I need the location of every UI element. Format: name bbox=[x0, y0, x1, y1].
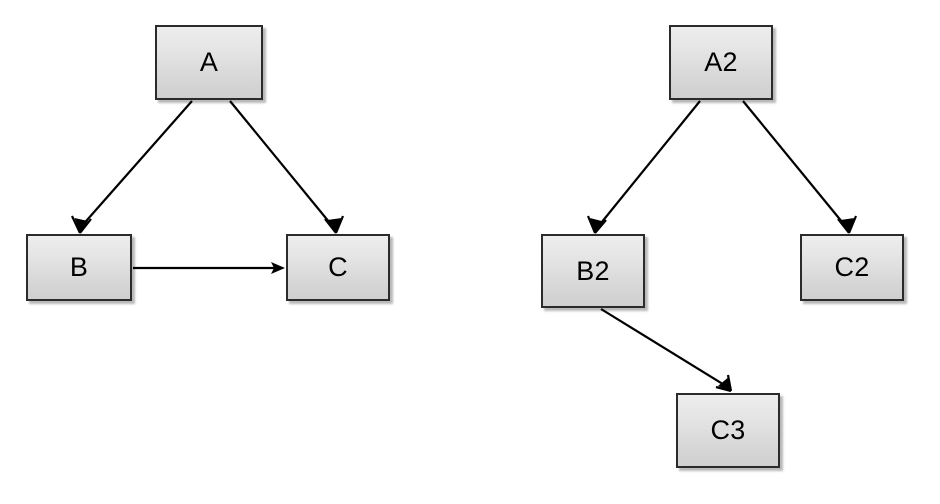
node-c[interactable]: C bbox=[286, 234, 390, 301]
edge-a-to-b bbox=[71, 100, 193, 234]
node-a-label: A bbox=[199, 47, 219, 77]
node-c2[interactable]: C2 bbox=[800, 234, 904, 301]
node-a[interactable]: A bbox=[155, 25, 263, 100]
node-c3-label: C3 bbox=[710, 415, 746, 445]
node-b[interactable]: B bbox=[26, 234, 132, 301]
edge-a2-to-b2 bbox=[586, 100, 701, 234]
node-a2[interactable]: A2 bbox=[669, 25, 773, 100]
edge-a2-to-c2 bbox=[742, 100, 858, 234]
edge-a-to-c bbox=[229, 100, 345, 234]
edge-b2-to-c3 bbox=[600, 308, 733, 393]
node-a2-label: A2 bbox=[704, 47, 738, 77]
node-c3[interactable]: C3 bbox=[676, 393, 780, 468]
node-b2-label: B2 bbox=[576, 255, 610, 286]
node-c-label: C bbox=[328, 252, 348, 282]
edge-b-to-c bbox=[133, 262, 285, 274]
node-b2[interactable]: B2 bbox=[541, 234, 645, 308]
node-c2-label: C2 bbox=[834, 252, 870, 282]
node-b-label: B bbox=[69, 252, 89, 282]
